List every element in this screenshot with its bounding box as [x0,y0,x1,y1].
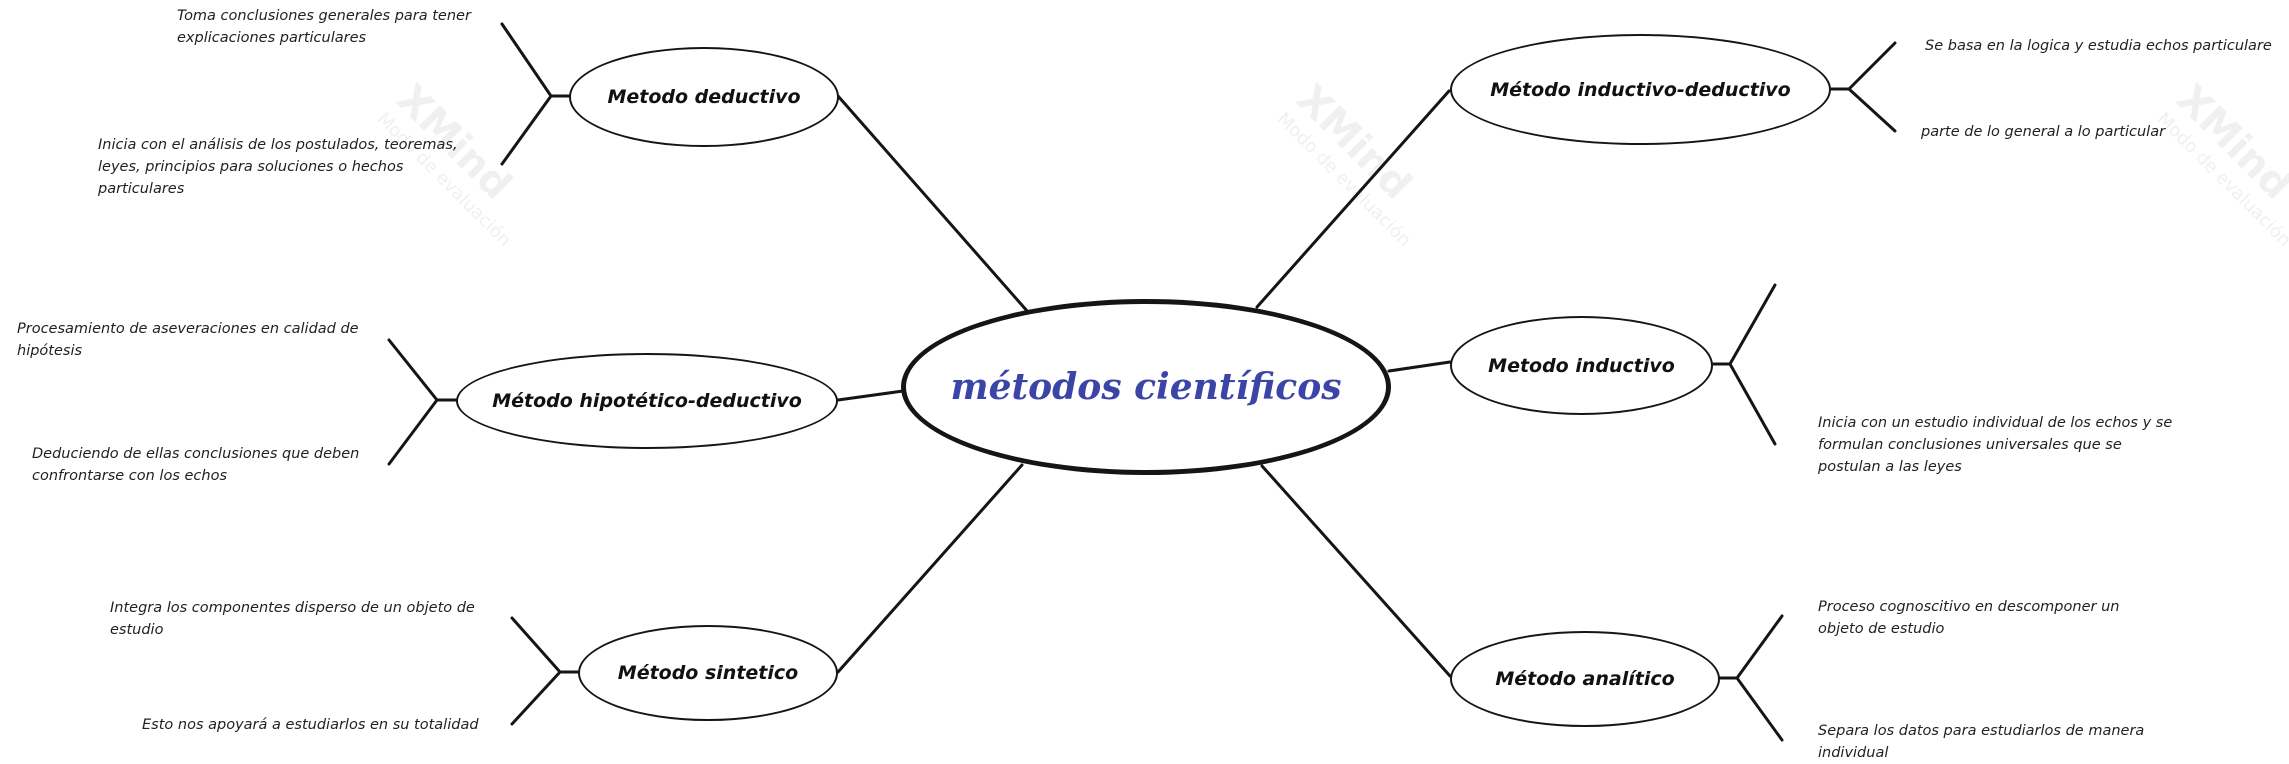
fork-deductivo-up [500,22,553,98]
branch-line-inductivo-deductivo [1255,89,1451,309]
note-analitico-1[interactable]: Proceso cognoscitivo en descomponer un o… [1818,599,2120,637]
branch-line-sintetico [836,463,1024,674]
branch-line-analitico [1260,464,1452,678]
note-deductivo-1[interactable]: Toma conclusiones generales para tener e… [177,8,471,46]
fork-inductivo-deductivo-down [1847,87,1897,133]
branch-line-inductivo [1387,360,1452,373]
fork-analitico-down [1735,676,1784,742]
note-hipotetico-2[interactable]: Deduciendo de ellas conclusiones que deb… [32,446,360,484]
topic-label: Metodo deductivo [607,86,801,108]
fork-sintetico-down [510,670,562,726]
topic-metodo-deductivo[interactable]: Metodo deductivo [569,47,839,147]
topic-label: Método hipotético-deductivo [492,390,802,412]
topic-metodo-sintetico[interactable]: Método sintetico [578,625,838,721]
note-sintetico-2[interactable]: Esto nos apoyará a estudiarlos en su tot… [142,717,479,733]
central-topic[interactable]: métodos científicos [901,299,1391,475]
fork-hipotetico-down [387,398,439,466]
branch-line-deductivo [836,94,1030,314]
fork-inductivo-deductivo-up [1847,41,1897,91]
central-topic-label: métodos científicos [950,366,1342,408]
fork-inductivo-up [1728,283,1777,366]
branch-line-hipotetico [836,389,905,402]
fork-sintetico-up [510,616,562,674]
note-inductivo-1[interactable]: Inicia con un estudio individual de los … [1818,415,2173,475]
fork-hipotetico-up [387,338,439,402]
note-inductivo-deductivo-1[interactable]: Se basa en la logica y estudia echos par… [1925,38,2272,54]
note-sintetico-1[interactable]: Integra los componentes disperso de un o… [110,600,475,638]
topic-metodo-hipotetico-deductivo[interactable]: Método hipotético-deductivo [456,353,838,449]
fork-deductivo-down [500,94,553,166]
note-inductivo-deductivo-2[interactable]: parte de lo general a lo particular [1921,124,2166,140]
note-deductivo-2[interactable]: Inicia con el análisis de los postulados… [98,137,458,197]
note-hipotetico-1[interactable]: Procesamiento de aseveraciones en calida… [17,321,359,359]
topic-metodo-inductivo[interactable]: Metodo inductivo [1450,316,1713,415]
topic-label: Método inductivo-deductivo [1490,78,1791,101]
fork-analitico-up [1735,614,1784,680]
topic-label: Método sintetico [617,662,799,684]
topic-label: Metodo inductivo [1488,354,1675,377]
note-analitico-2[interactable]: Separa los datos para estudiarlos de man… [1818,723,2145,761]
topic-label: Método analítico [1495,668,1675,690]
topic-metodo-analitico[interactable]: Método analítico [1450,631,1720,727]
topic-metodo-inductivo-deductivo[interactable]: Método inductivo-deductivo [1450,34,1831,145]
fork-inductivo-down [1728,362,1777,446]
